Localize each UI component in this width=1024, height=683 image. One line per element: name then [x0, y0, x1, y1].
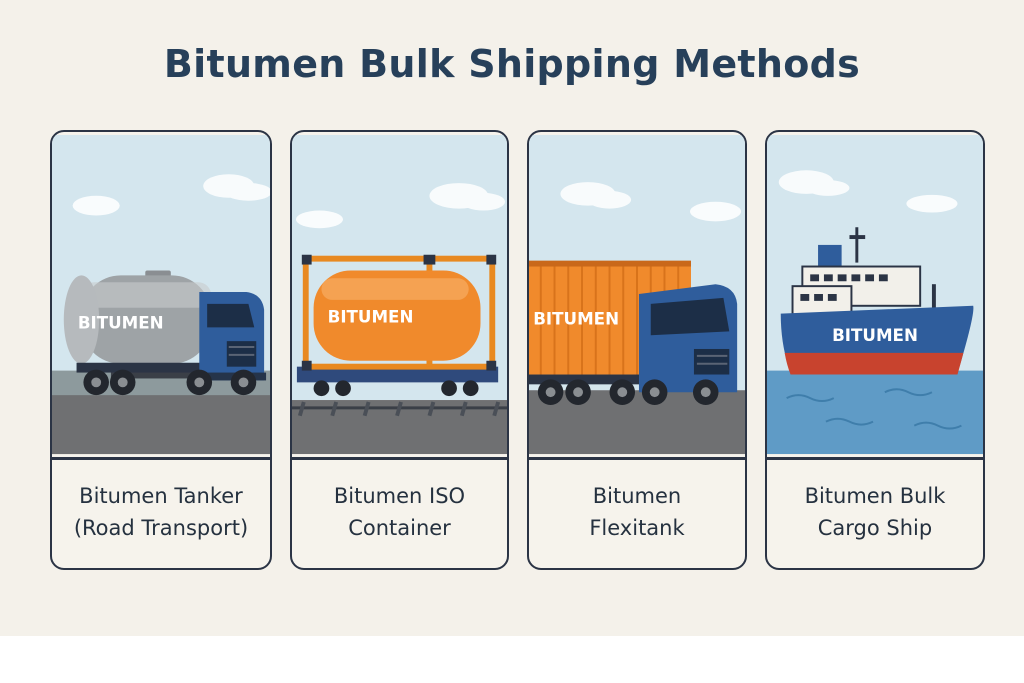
caption-line-2: (Road Transport) — [73, 516, 249, 540]
card-divider — [292, 457, 507, 460]
caption-line-1: Bitumen Bulk — [804, 484, 946, 508]
card-road-tanker: BITUMEN Bitumen Tanker (Road Transport) — [50, 130, 272, 570]
card-divider — [529, 457, 745, 460]
flexitank-illustration: BITUMEN — [529, 134, 745, 455]
road-tanker-caption: Bitumen Tanker (Road Transport) — [52, 480, 270, 544]
card-divider — [767, 457, 983, 460]
caption-line-2: Flexitank — [589, 516, 685, 540]
caption-line-2: Cargo Ship — [817, 516, 933, 540]
caption-line-2: Container — [348, 516, 451, 540]
bulk-ship-vehicle-label: BITUMEN — [832, 326, 918, 345]
iso-container-illustration: BITUMEN — [292, 134, 507, 455]
flexitank-caption: Bitumen Flexitank — [529, 480, 745, 544]
caption-line-1: Bitumen Tanker — [79, 484, 243, 508]
card-flexitank: BITUMEN Bitumen Flexitank — [527, 130, 747, 570]
bulk-ship-illustration: BITUMEN — [767, 134, 983, 455]
page-title: Bitumen Bulk Shipping Methods — [163, 42, 861, 86]
iso-container-vehicle-label: BITUMEN — [328, 307, 414, 326]
card-divider — [52, 457, 270, 460]
caption-line-1: Bitumen ISO — [333, 484, 466, 508]
flexitank-vehicle-label: BITUMEN — [533, 309, 619, 328]
card-iso-container: BITUMEN Bitumen ISO Container — [290, 130, 509, 570]
caption-line-1: Bitumen — [592, 484, 682, 508]
road-tanker-vehicle-label: BITUMEN — [78, 313, 164, 332]
bulk-ship-caption: Bitumen Bulk Cargo Ship — [767, 480, 983, 544]
road-tanker-illustration: BITUMEN — [52, 134, 270, 455]
card-bulk-ship: BITUMEN Bitumen Bulk Cargo Ship — [765, 130, 985, 570]
iso-container-caption: Bitumen ISO Container — [292, 480, 507, 544]
